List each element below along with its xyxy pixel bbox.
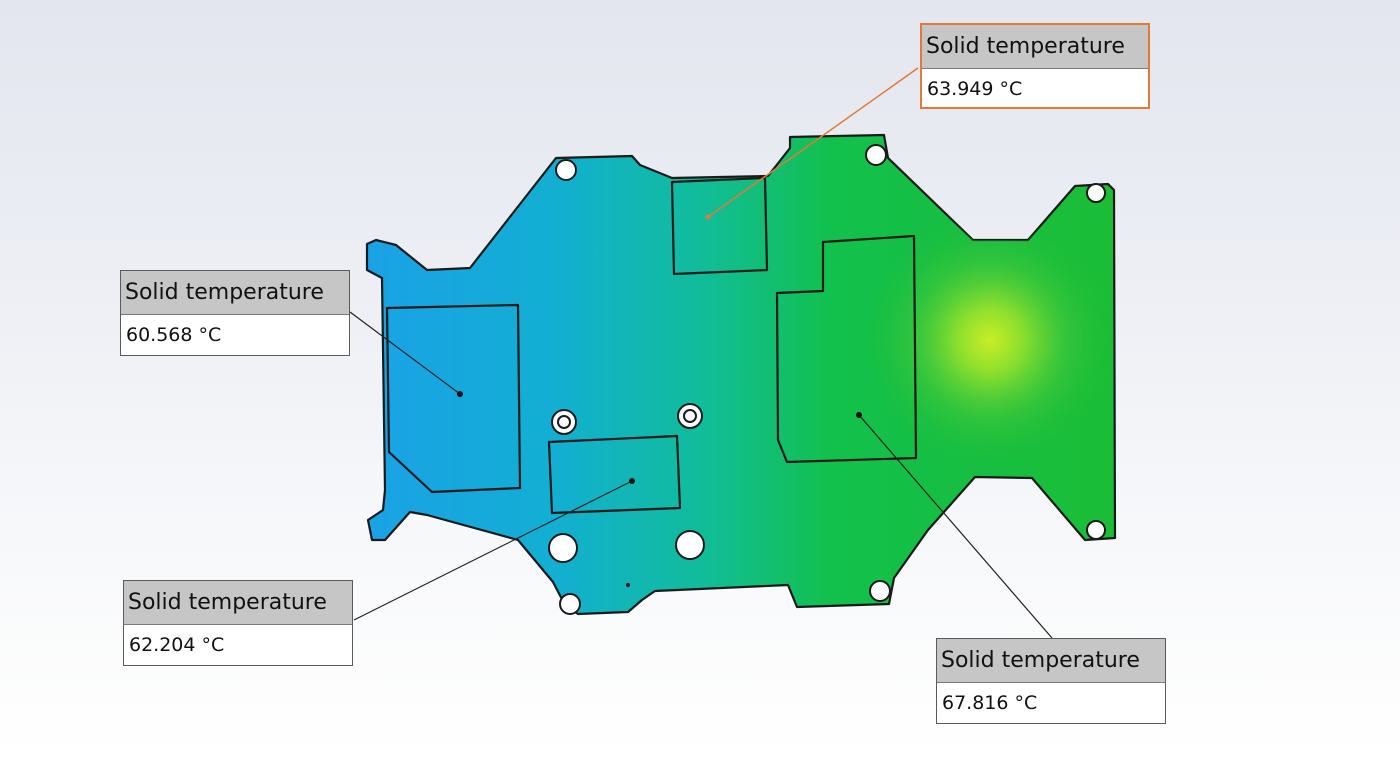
probe-label-value: 60.568 °C [126, 324, 222, 346]
probe-label-title: Solid temperature [937, 639, 1165, 683]
component-pad-left [385, 303, 522, 494]
mounting-hole [1086, 183, 1106, 203]
probe-label-value: 63.949 °C [927, 78, 1023, 100]
mounting-hole [548, 533, 578, 563]
mounting-hole [869, 580, 891, 602]
leader-point-bottom-right [856, 412, 862, 418]
leader-line-bottom-right [858, 414, 1053, 639]
probe-label-bottom-right[interactable]: Solid temperature 67.816 °C [936, 638, 1166, 724]
leader-line-left [349, 311, 461, 395]
mounting-hole [865, 144, 887, 166]
probe-label-left[interactable]: Solid temperature 60.568 °C [120, 270, 350, 356]
component-pad-right [775, 234, 918, 464]
mounting-hole [675, 530, 705, 560]
standoff-inner [557, 415, 571, 429]
leader-line-top [707, 67, 919, 218]
mounting-hole [559, 593, 581, 615]
leader-line-bottom-left [353, 480, 633, 621]
probe-label-value: 62.204 °C [129, 634, 225, 656]
leader-point-bottom-left [629, 478, 635, 484]
probe-label-top[interactable]: Solid temperature 63.949 °C [920, 23, 1150, 109]
heat-plate [365, 133, 1117, 616]
probe-label-bottom-left[interactable]: Solid temperature 62.204 °C [123, 580, 353, 666]
mounting-hole [555, 159, 577, 181]
probe-label-title: Solid temperature [124, 581, 352, 625]
probe-label-title: Solid temperature [922, 25, 1148, 69]
probe-point-marker [626, 583, 630, 587]
mounting-hole [1086, 520, 1106, 540]
probe-label-value: 67.816 °C [942, 692, 1038, 714]
probe-leaders [349, 67, 1053, 639]
leader-point-top [705, 214, 711, 220]
leader-point-left [457, 391, 463, 397]
component-pad-top [670, 176, 769, 276]
probe-label-title: Solid temperature [121, 271, 349, 315]
standoff-inner [683, 409, 697, 423]
hotspot-region [760, 135, 1115, 614]
component-pad-center [547, 434, 682, 515]
